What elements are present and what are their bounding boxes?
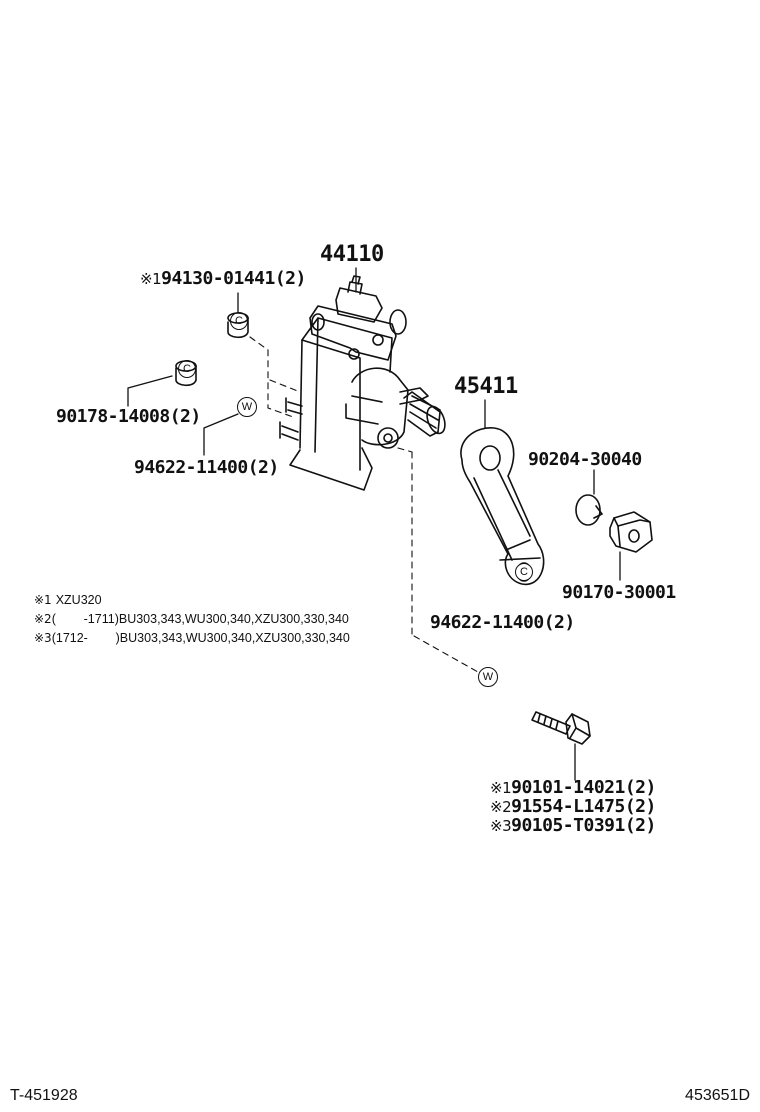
hex-bolt [531,711,591,745]
callout-bolt-1-marker: ※1 [490,779,512,797]
callout-44110: 44110 [320,242,384,267]
callout-94622-11400-top: 94622-11400(2) [134,457,279,478]
badge-washer-bottom-letter: W [482,671,494,683]
callout-45411: 45411 [454,374,518,399]
hex-nut [609,511,653,553]
steering-gear-housing [279,275,446,491]
callout-94130-01441: ※194130-01441(2) [140,270,306,288]
callout-90204-30040: 90204-30040 [528,449,642,470]
leader-lines [127,267,621,781]
callout-94622-11400-bottom: 94622-11400(2) [430,612,575,633]
badge-cap-left-letter: C [183,363,191,375]
badge-pitman-cap-letter: C [520,566,528,578]
badge-cap-top: C [230,312,248,330]
callout-bolt-2-part: 91554-L1475(2) [511,796,656,817]
callout-94130-marker: ※1 [140,270,162,288]
note-3: ※3(1712- )BU303,343,WU300,340,XZU300,330… [34,632,350,645]
note-2-text: ( -1711)BU303,343,WU300,340,XZU300,330,3… [51,612,349,626]
badge-cap-left: C [178,360,196,378]
badge-pitman-cap: C [515,563,533,581]
badge-washer-bottom: W [478,667,498,687]
note-1-text: XZU320 [55,593,102,607]
callout-bolt-3: ※390105-T0391(2) [490,817,656,835]
footer-right-code: 453651D [685,1087,750,1104]
callout-bolt-2-marker: ※2 [490,798,512,816]
callout-94130-part: 94130-01441(2) [161,268,306,289]
note-3-marker: ※3 [34,631,52,645]
note-1-marker: ※1 [34,593,52,607]
callout-bolt-3-part: 90105-T0391(2) [511,815,656,836]
badge-washer-top-letter: W [241,401,253,413]
callout-bolt-1: ※190101-14021(2) [490,779,656,797]
footer-left-code: T-451928 [10,1087,78,1104]
note-2: ※2( -1711)BU303,343,WU300,340,XZU300,330… [34,613,349,626]
callout-90170-30001: 90170-30001 [562,582,676,603]
note-3-text: (1712- )BU303,343,WU300,340,XZU300,330,3… [51,631,350,645]
badge-cap-top-letter: C [235,315,243,327]
note-2-marker: ※2 [34,612,52,626]
callout-bolt-2: ※291554-L1475(2) [490,798,656,816]
callout-90178-14008: 90178-14008(2) [56,406,201,427]
callout-bolt-3-marker: ※3 [490,817,512,835]
assembly-guide-lines [249,336,479,673]
callout-bolt-1-part: 90101-14021(2) [511,777,656,798]
badge-washer-top: W [237,397,257,417]
lock-washer [575,494,603,526]
